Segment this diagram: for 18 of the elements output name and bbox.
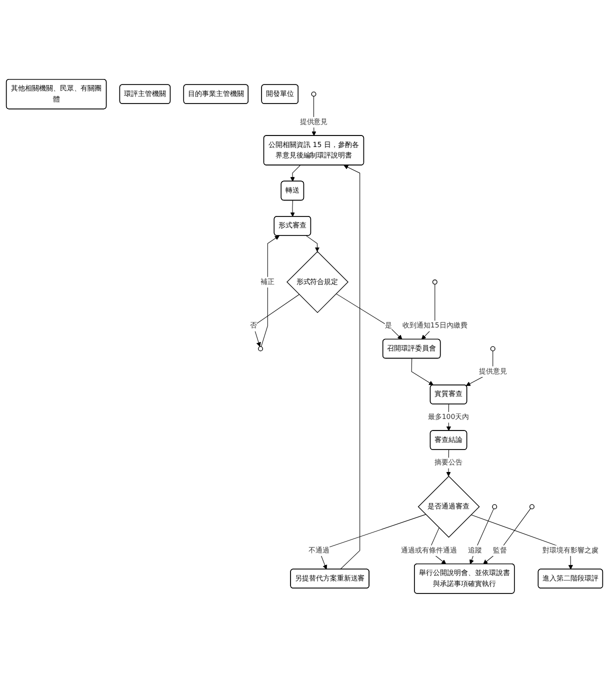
node-circle — [529, 504, 534, 510]
node-circle — [311, 92, 316, 97]
node-circle — [432, 280, 438, 285]
node-circle — [490, 346, 496, 352]
arrow — [470, 514, 574, 570]
node-circle — [492, 504, 498, 510]
node-circle — [258, 346, 264, 352]
arrow — [260, 236, 280, 348]
arrow — [290, 165, 300, 182]
arrow — [411, 358, 434, 386]
arrow — [336, 294, 402, 340]
arrow — [290, 200, 295, 217]
arrow — [483, 508, 531, 564]
arrow — [340, 165, 360, 570]
arrow — [318, 514, 426, 570]
arrow — [469, 508, 494, 564]
arrow — [306, 236, 320, 252]
arrow — [253, 294, 300, 348]
